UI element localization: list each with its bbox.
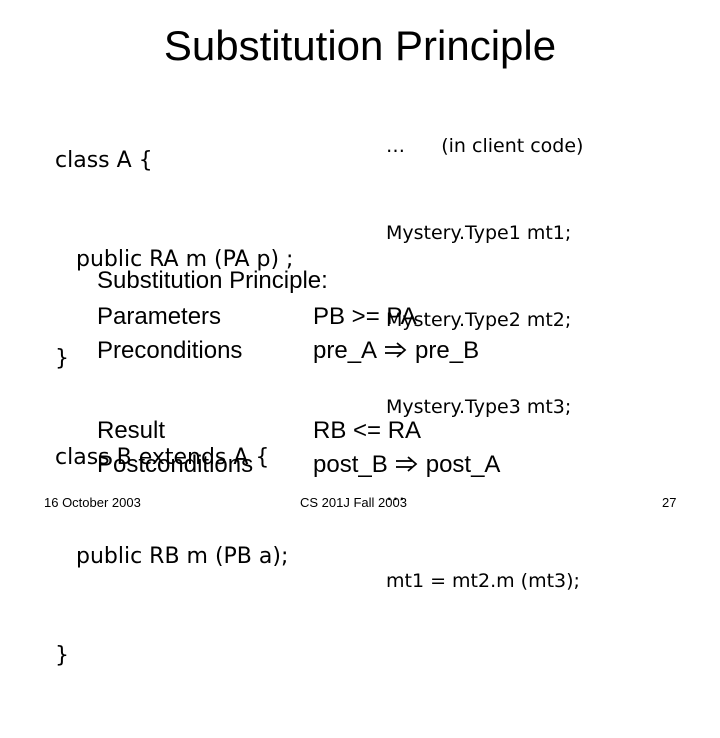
pre-a-text: pre_A bbox=[313, 337, 378, 364]
post-b-text: post_B bbox=[313, 451, 388, 478]
row-label-postconditions: Postconditions bbox=[97, 451, 254, 478]
row-label-result: Result bbox=[97, 417, 166, 444]
code-line: } bbox=[55, 643, 69, 668]
class-code-block: class A { public RA m (PA p) ; } class B… bbox=[55, 78, 293, 738]
footer-course: CS 201J Fall 2003 bbox=[300, 495, 407, 510]
post-a-text: post_A bbox=[425, 451, 501, 478]
row-value-parameters: PB >= PA bbox=[313, 303, 417, 330]
code-line: class A { bbox=[55, 148, 153, 173]
row-label-parameters: Parameters bbox=[97, 303, 222, 330]
code-line: public RA m (PA p) ; bbox=[55, 247, 294, 272]
row-label-preconditions: Preconditions bbox=[97, 337, 243, 364]
slide-title: Substitution Principle bbox=[163, 22, 557, 69]
footer-page-number: 27 bbox=[662, 495, 677, 510]
implies-arrow-icon bbox=[384, 340, 408, 360]
row-value-result: RB <= RA bbox=[313, 417, 422, 444]
client-code-line: Mystery.Type2 mt2; bbox=[386, 309, 572, 331]
row-value-postconditions: post_B post_A bbox=[313, 448, 500, 482]
principle-heading: Substitution Principle: bbox=[97, 267, 328, 294]
client-code-line: Mystery.Type3 mt3; bbox=[386, 396, 572, 418]
slide: Substitution Principle class A { public … bbox=[44, 22, 677, 668]
client-code-line: … bbox=[386, 483, 405, 505]
client-code-line: Mystery.Type1 mt1; bbox=[386, 222, 572, 244]
row-value-preconditions: pre_A pre_B bbox=[313, 334, 479, 368]
pre-b-text: pre_B bbox=[415, 337, 480, 364]
client-code-line: … (in client code) bbox=[386, 135, 584, 157]
code-line: public RB m (PB a); bbox=[55, 544, 289, 569]
code-line: class B extends A { bbox=[55, 445, 270, 470]
implies-arrow-icon bbox=[395, 454, 419, 474]
client-code-line: mt1 = mt2.m (mt3); bbox=[386, 570, 580, 592]
code-line: } bbox=[55, 346, 69, 371]
footer-date: 16 October 2003 bbox=[44, 495, 141, 510]
